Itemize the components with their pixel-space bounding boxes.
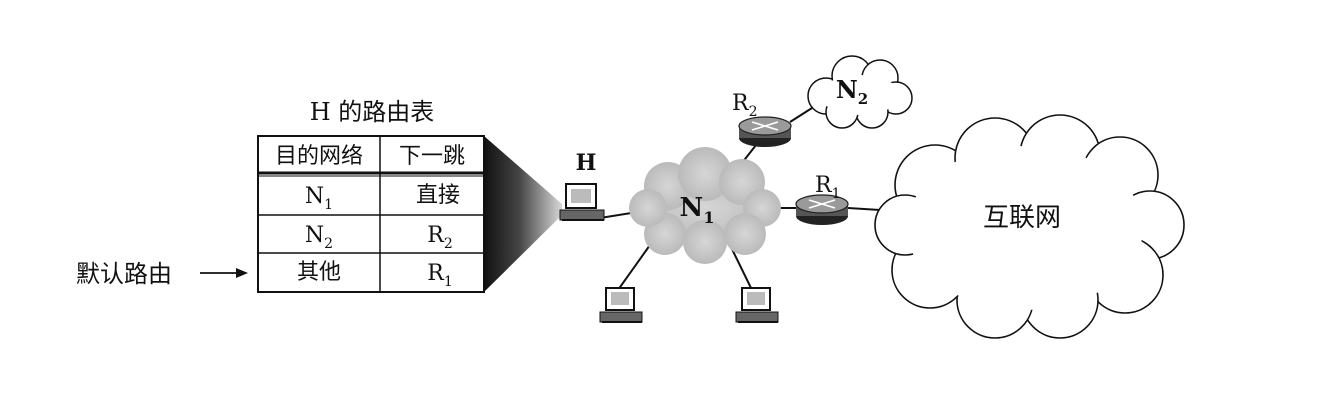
router-r1-icon xyxy=(795,194,849,225)
default-route-arrow-icon xyxy=(200,268,248,278)
row2-next-hop: R2 xyxy=(427,223,453,252)
default-route-label: 默认路由 xyxy=(76,260,172,288)
routing-table: 目的网络 下一跳 N1 直接 N2 R2 其他 R1 xyxy=(257,135,485,293)
row3-destination: 其他 xyxy=(297,260,341,285)
r2-label: R2 xyxy=(732,91,758,120)
internet-cloud: 互联网 xyxy=(874,114,1185,339)
network-n2-cloud: N2 xyxy=(807,55,913,129)
router-r2-icon xyxy=(738,116,792,147)
header-destination: 目的网络 xyxy=(275,144,363,169)
row3-next-hop: R1 xyxy=(427,261,453,290)
n2-label: N2 xyxy=(836,75,868,108)
row2-destination: N2 xyxy=(305,223,333,252)
r1-label: R1 xyxy=(815,173,841,202)
header-next-hop: 下一跳 xyxy=(399,144,465,169)
network-n1-cloud: N1 xyxy=(629,147,781,264)
host-h-computer-icon xyxy=(559,183,605,221)
computer-icon xyxy=(599,287,643,323)
routing-table-title: H 的路由表 xyxy=(310,98,435,126)
internet-label: 互联网 xyxy=(983,203,1061,233)
computer-icon xyxy=(735,287,779,323)
row1-next-hop: 直接 xyxy=(416,183,460,208)
host-h-label: H xyxy=(576,150,597,176)
row1-destination: N1 xyxy=(305,184,333,213)
table-projection-beam xyxy=(484,136,562,292)
n1-label: N1 xyxy=(680,193,715,227)
